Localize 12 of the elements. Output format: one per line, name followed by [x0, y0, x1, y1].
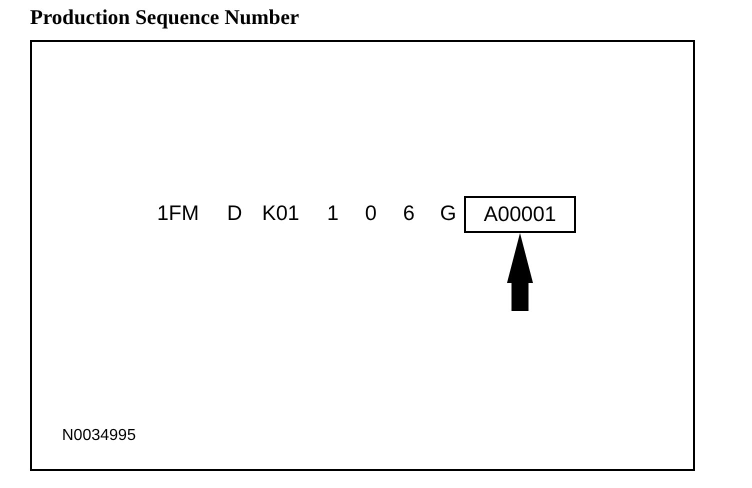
- arrow: [507, 233, 533, 311]
- vin-character: 6: [403, 203, 415, 224]
- highlight-box: A00001: [464, 196, 576, 233]
- vin-character: 1FM: [157, 203, 199, 224]
- vin-character: 0: [365, 203, 377, 224]
- figure-frame: [30, 40, 695, 471]
- figure-number: N0034995: [62, 428, 136, 444]
- vin-character: D: [227, 203, 242, 224]
- vin-character: K01: [262, 203, 300, 224]
- vin-character: 1: [327, 203, 339, 224]
- vin-character: G: [440, 203, 456, 224]
- title: Production Sequence Number: [30, 7, 300, 28]
